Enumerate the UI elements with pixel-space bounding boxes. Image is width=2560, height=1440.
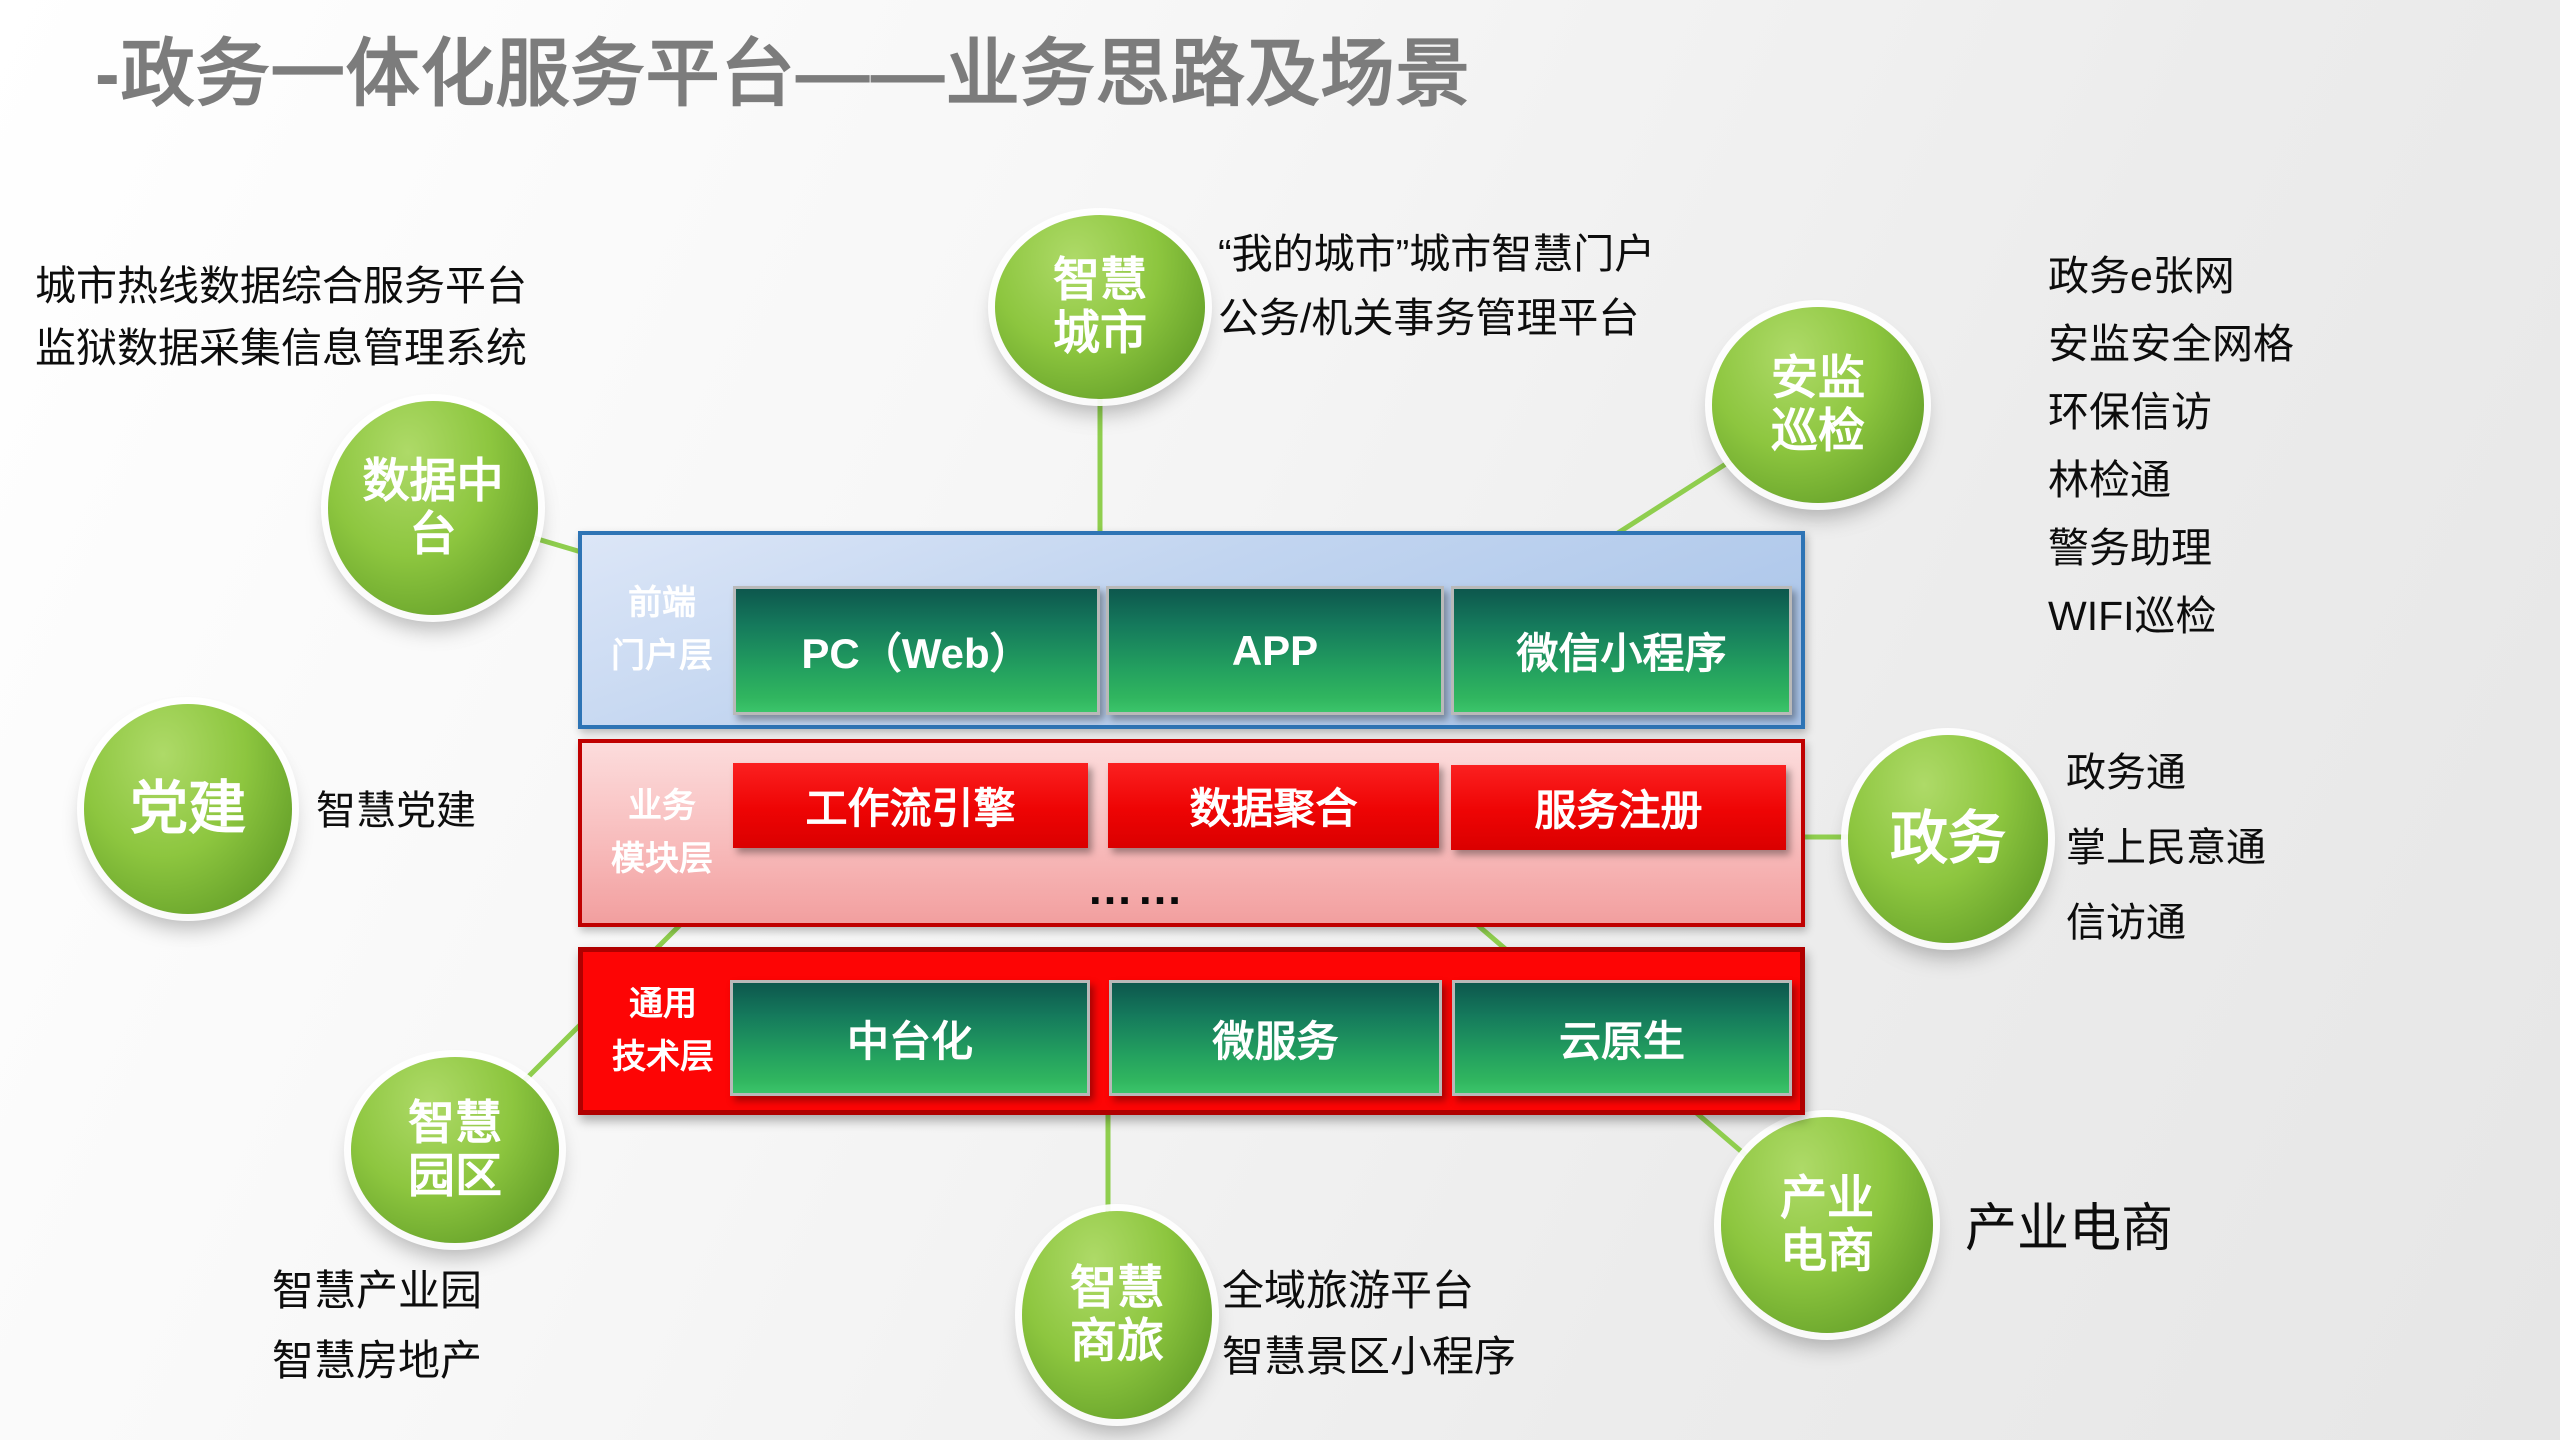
annotation-line: 城市热线数据综合服务平台 — [35, 263, 527, 309]
common-tech-layer-label: 通用 技术层 — [612, 985, 714, 1076]
button-service-registry: 服务注册 — [1451, 765, 1786, 850]
annotation-line: 安监安全网格 — [2048, 321, 2294, 367]
annotation-line: 智慧党建 — [316, 789, 476, 833]
bubble-smart-park: 智慧 园区 — [351, 1057, 559, 1243]
bubble-party-building: 党建 — [84, 704, 292, 914]
page-title: -政务一体化服务平台——业务思路及场景 — [95, 32, 1471, 115]
annotation-line: 警务助理 — [2048, 525, 2212, 571]
annotation-line: 信访通 — [2066, 901, 2186, 945]
button-workflow-engine: 工作流引擎 — [733, 763, 1088, 848]
annotation-line: 掌上民意通 — [2066, 826, 2266, 870]
annotation-bottom-center: 全域旅游平台 智慧景区小程序 — [1222, 1258, 1516, 1390]
bubble-industry-ecommerce: 产业 电商 — [1721, 1117, 1933, 1333]
annotation-industry-label: 产业电商 — [1965, 1186, 2173, 1261]
annotation-line: WIFI巡检 — [2048, 593, 2217, 639]
bubble-smart-city: 智慧 城市 — [995, 215, 1205, 399]
bubble-government: 政务 — [1848, 735, 2048, 943]
annotation-line: “我的城市”城市智慧门户 — [1218, 231, 1656, 277]
button-microservice: 微服务 — [1109, 980, 1442, 1096]
annotation-bottom-left: 智慧产业园 智慧房地产 — [272, 1256, 482, 1396]
ellipsis-more: …… — [1087, 862, 1187, 914]
button-app: APP — [1106, 586, 1444, 715]
annotation-line: 智慧景区小程序 — [1222, 1333, 1517, 1380]
annotation-line: 林检通 — [2048, 457, 2171, 503]
button-middle-platform: 中台化 — [730, 980, 1090, 1096]
common-tech-layer-box: 通用 技术层 中台化 微服务 云原生 — [578, 947, 1805, 1115]
business-module-layer-box: 业务 模块层 工作流引擎 数据聚合 服务注册 …… — [578, 739, 1805, 927]
annotation-line: 环保信访 — [2048, 389, 2212, 435]
annotation-top-right: 政务e张网 安监安全网格 环保信访 林检通 警务助理 WIFI巡检 — [2048, 242, 2294, 650]
annotation-line: 政务通 — [2066, 751, 2186, 795]
annotation-top-center: “我的城市”城市智慧门户 公务/机关事务管理平台 — [1218, 222, 1655, 350]
annotation-top-left: 城市热线数据综合服务平台 监狱数据采集信息管理系统 — [35, 255, 527, 379]
button-pc-web: PC（Web） — [733, 586, 1100, 715]
annotation-line: 公务/机关事务管理平台 — [1218, 295, 1640, 341]
annotation-gov-right: 政务通 掌上民意通 信访通 — [2066, 736, 2266, 961]
annotation-line: 全域旅游平台 — [1222, 1267, 1475, 1314]
bubble-smart-travel: 智慧 商旅 — [1022, 1211, 1212, 1419]
button-cloud-native: 云原生 — [1452, 980, 1792, 1096]
annotation-line: 监狱数据采集信息管理系统 — [35, 325, 527, 371]
frontend-portal-layer-box: 前端 门户层 PC（Web） APP 微信小程序 — [578, 531, 1805, 729]
bubble-data-platform: 数据中 台 — [328, 401, 538, 615]
frontend-portal-layer-label: 前端 门户层 — [611, 584, 713, 675]
annotation-line: 智慧房地产 — [272, 1337, 483, 1384]
button-data-aggregation: 数据聚合 — [1108, 763, 1439, 848]
business-module-layer-label: 业务 模块层 — [611, 787, 713, 878]
button-wechat-miniprogram: 微信小程序 — [1451, 586, 1792, 715]
annotation-line: 政务e张网 — [2048, 253, 2235, 299]
annotation-line: 产业电商 — [1965, 1200, 2174, 1258]
annotation-party-label: 智慧党建 — [316, 778, 476, 836]
bubble-safety-inspection: 安监 巡检 — [1712, 307, 1924, 503]
annotation-line: 智慧产业园 — [272, 1267, 483, 1314]
